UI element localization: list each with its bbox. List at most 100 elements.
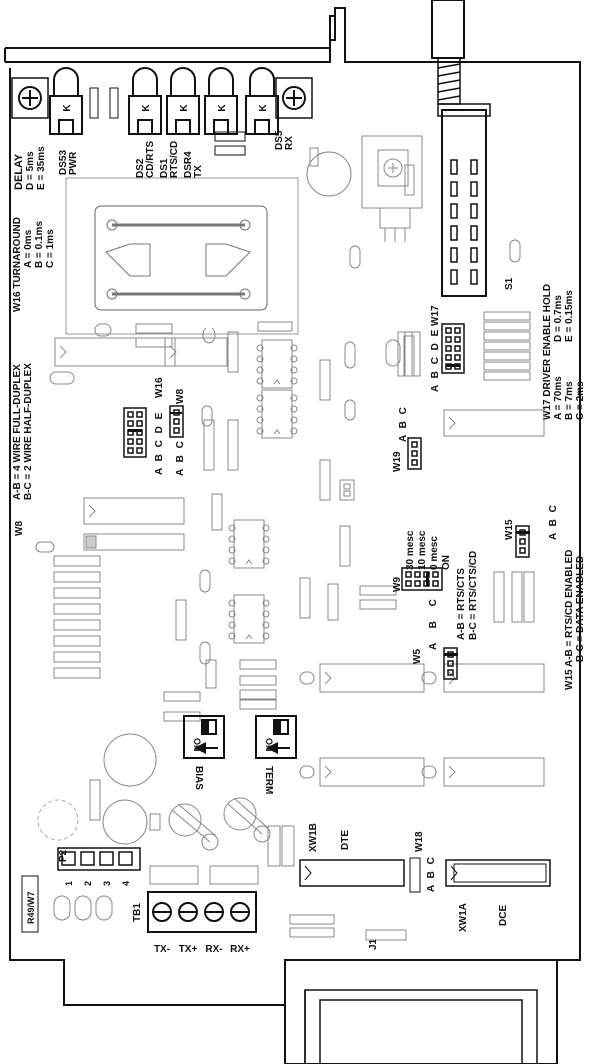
ic-body (233, 594, 265, 644)
w8-label: W8 (175, 389, 186, 404)
w15-label: W15 (504, 519, 515, 540)
tb1-label: TB1 (132, 903, 143, 922)
ic-notch (273, 429, 281, 435)
s1-slot (450, 269, 458, 285)
j1-label: J1 (368, 938, 379, 950)
jumper-w17[interactable] (441, 323, 465, 374)
led-dome (208, 67, 234, 96)
resistor (359, 599, 397, 610)
ic-pin (228, 535, 236, 543)
ic-notch (273, 379, 281, 385)
bias-switch[interactable] (183, 715, 225, 759)
ic-pin (262, 546, 270, 554)
jumper-shunt (128, 429, 142, 432)
resistor (327, 583, 339, 621)
relay (65, 177, 299, 335)
w19-label: W19 (392, 451, 403, 472)
resistor (319, 359, 331, 401)
resistor (227, 419, 239, 471)
jumper-pin (414, 580, 421, 587)
w15-note-l2: B-C = DATA ENABLED (575, 556, 586, 662)
jumper-w5[interactable] (443, 647, 458, 680)
p2-pin (80, 851, 95, 866)
led-dome (132, 67, 158, 96)
resistor (227, 331, 239, 373)
ic-notch (245, 559, 253, 565)
jumper-w16[interactable] (123, 407, 147, 458)
s1-slot (450, 225, 458, 241)
ic-pin (228, 524, 236, 532)
resistor (175, 599, 187, 641)
resistor (299, 577, 311, 619)
resistor (483, 351, 531, 361)
resistor (53, 619, 101, 631)
w18-label: W18 (414, 831, 425, 852)
resistor (53, 635, 101, 647)
jumper-w15[interactable] (515, 525, 530, 558)
resistor (257, 321, 293, 332)
w16-turnaround-c: C = 1ms (45, 229, 56, 268)
ic-pin (290, 355, 298, 363)
ic-pin (228, 621, 236, 629)
w5-label: W5 (412, 649, 423, 664)
jumper-pin (445, 354, 452, 361)
ds4-fn: TX (193, 165, 204, 178)
resistor (483, 371, 531, 381)
s1-slot (450, 159, 458, 175)
jumper-w8[interactable] (169, 405, 184, 438)
resistor (483, 311, 531, 321)
ic-pin (262, 535, 270, 543)
jumper-pin (411, 459, 418, 466)
jumper-pin (454, 336, 461, 343)
p2-pin (61, 851, 76, 866)
r49-label: R49/W7 (26, 891, 36, 924)
ds53-fn: PWR (68, 151, 79, 175)
tb1-terminal-label: TX+ (179, 944, 198, 955)
resistor (239, 689, 277, 700)
resistor (53, 571, 101, 583)
ic-pin (290, 427, 298, 435)
jumper-pin (445, 327, 452, 334)
standoffs (168, 797, 271, 851)
tb1-cover (149, 865, 199, 885)
w8-note-l2: B-C = 2 WIRE HALF-DUPLEX (23, 363, 34, 500)
jumper-w19[interactable] (407, 437, 422, 470)
jumper-pin (136, 438, 143, 445)
w16-label: W16 (154, 377, 165, 398)
term-on: ON (264, 738, 274, 752)
jumper-pin (405, 571, 412, 578)
ds5-fn: RX (284, 136, 295, 150)
w15-letters: A B C (548, 503, 559, 540)
resistor (339, 525, 351, 567)
w18-letters: A B C (426, 855, 437, 892)
jumper-pin (414, 571, 421, 578)
jumper-pin (454, 354, 461, 361)
resistor (239, 675, 277, 686)
term-switch[interactable] (255, 715, 297, 759)
delay-d: D = 5ms (25, 151, 36, 190)
jumper-pin (447, 669, 454, 676)
jumper-pin (454, 345, 461, 352)
resistor (359, 585, 397, 596)
ic-pin (262, 621, 270, 629)
jumper-frame (443, 647, 458, 680)
resistor (203, 419, 215, 471)
tb1-terminal-label: RX- (205, 944, 222, 955)
resistor-ladder-left (53, 555, 101, 679)
led-k-mark: K (179, 104, 190, 112)
jumper-pin (127, 447, 134, 454)
ic-body (233, 519, 265, 569)
jumper-pin (136, 411, 143, 418)
terminal-block-tb1[interactable]: TX-TX+RX-RX+ (147, 865, 259, 955)
s1-slot (450, 203, 458, 219)
jumper-shunt (170, 412, 182, 414)
jumper-pin (432, 580, 439, 587)
ic-pin (262, 599, 270, 607)
ic-pin (290, 405, 298, 413)
ds4-label: DSR4 (183, 151, 194, 178)
w9-opt4: ON (441, 555, 452, 570)
jumper-w9[interactable] (401, 567, 443, 591)
led-notch (137, 119, 153, 135)
